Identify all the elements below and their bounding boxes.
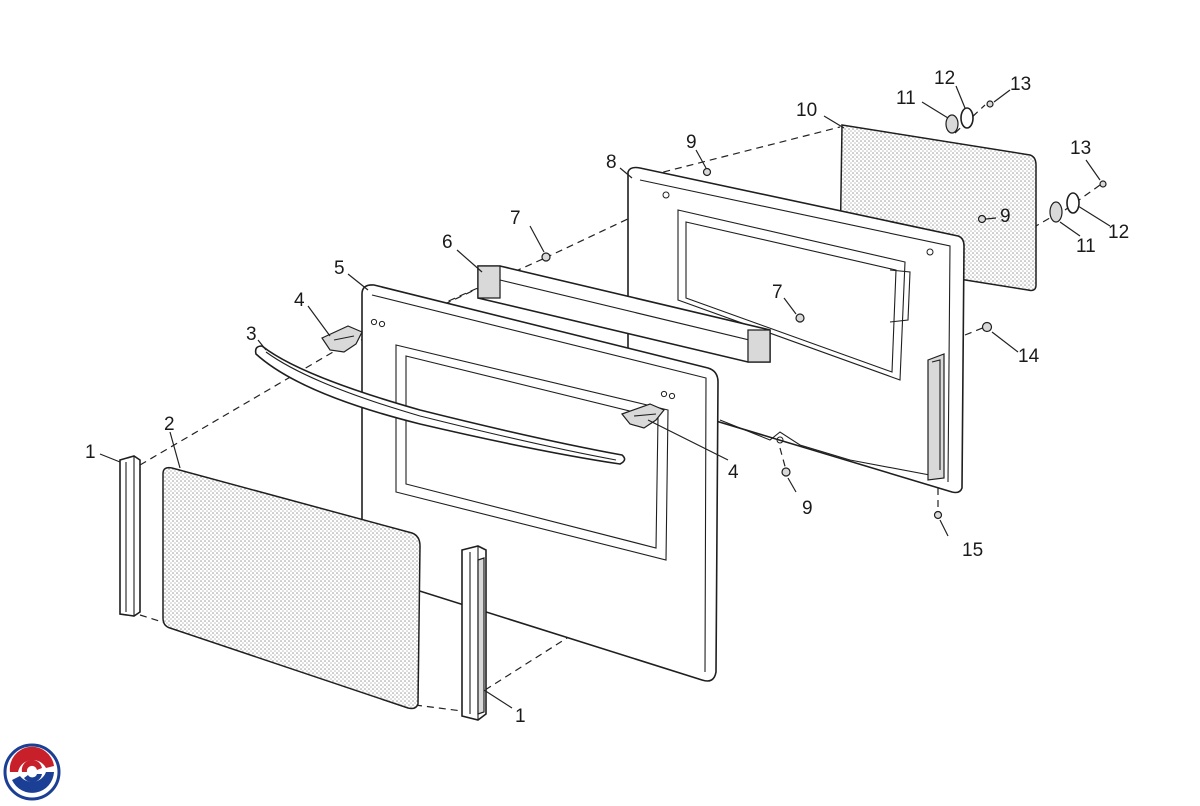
- label-4-left: 4: [294, 290, 305, 311]
- brand-swirl-logo: [3, 743, 61, 801]
- label-13-top: 13: [1010, 74, 1031, 95]
- part-15-screw: [933, 510, 943, 520]
- part-9-screw-bottom: [781, 467, 791, 477]
- label-7-upper: 7: [510, 208, 521, 229]
- part-7-screw-lower: [795, 313, 805, 323]
- label-9-top: 9: [686, 132, 697, 153]
- label-7-lower: 7: [772, 282, 783, 303]
- part-1-side-trim-right: [461, 545, 487, 721]
- part-4-handle-mount-left: [321, 325, 363, 353]
- part-11-cap-top: [945, 114, 959, 134]
- label-5: 5: [334, 258, 345, 279]
- label-9-bottom: 9: [802, 498, 813, 519]
- part-14-screw: [981, 321, 993, 333]
- label-6: 6: [442, 232, 453, 253]
- part-13-screw-right: [1099, 180, 1107, 188]
- part-5-outer-door-panel: [361, 284, 719, 682]
- label-10: 10: [796, 100, 817, 121]
- part-labels: 1 2 3 4 5 6 7 8 9 10 11 12 13 13 9 12 11…: [85, 68, 1129, 727]
- part-6-door-channel: [477, 265, 771, 363]
- part-12-cover-right: [1066, 192, 1080, 214]
- label-1-left: 1: [85, 442, 96, 463]
- part-12-cover-top: [960, 107, 974, 129]
- label-1-right: 1: [515, 706, 526, 727]
- part-7-screw-upper: [541, 252, 551, 262]
- parts-11-12-hinge-caps: [945, 107, 1080, 223]
- screws: [541, 100, 1107, 520]
- part-3-door-handle: [254, 345, 626, 465]
- part-4-handle-mount-right: [621, 403, 665, 429]
- part-13-screw-top: [986, 100, 994, 108]
- label-9-right: 9: [1000, 206, 1011, 227]
- label-3: 3: [246, 324, 257, 345]
- label-14: 14: [1018, 346, 1040, 367]
- label-13-right: 13: [1070, 138, 1091, 159]
- label-11-top: 11: [896, 88, 916, 109]
- label-15: 15: [962, 540, 983, 561]
- part-9-screw-right: [977, 214, 987, 224]
- label-11-right: 11: [1076, 236, 1096, 257]
- part-11-cap-right: [1049, 201, 1063, 223]
- label-4-right: 4: [728, 462, 739, 483]
- label-12-right: 12: [1108, 222, 1129, 243]
- part-1-side-trim-left: [119, 455, 141, 617]
- part-9-screw-top: [702, 167, 712, 177]
- label-12-top: 12: [934, 68, 955, 89]
- part-2-front-glass: [162, 466, 421, 710]
- leader-lines: [99, 85, 1111, 709]
- label-8: 8: [606, 152, 617, 173]
- label-2: 2: [164, 414, 175, 435]
